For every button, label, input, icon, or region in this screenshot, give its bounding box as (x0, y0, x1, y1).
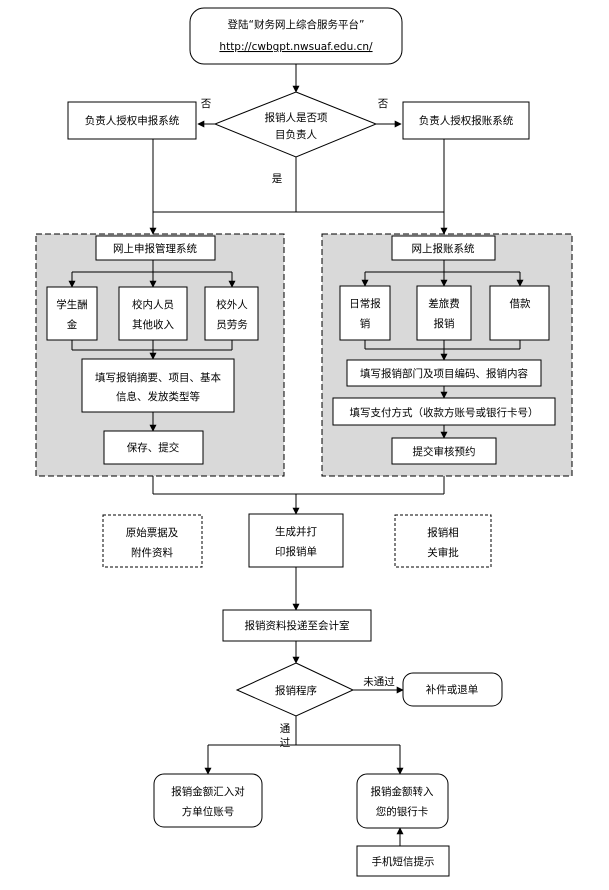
sms-box: 手机短信提示 (356, 845, 450, 877)
right-item-daily-l1: 日常报 (349, 297, 381, 310)
deliver-box: 报销资料投递至会计室 (222, 609, 372, 642)
left-item-student-l2: 金 (67, 318, 78, 331)
left-system-label: 负责人授权申报系统 (85, 114, 180, 127)
right-system-box: 负责人授权报账系统 (402, 101, 530, 140)
label-yes: 是 (272, 173, 283, 185)
transfer-unit-l1: 报销金额汇入对 (171, 785, 245, 798)
right-item-daily-l2: 销 (360, 317, 371, 330)
transfer-card-l1: 报销金额转入 (371, 785, 434, 798)
decision1-line2: 目负责人 (275, 128, 317, 141)
right-item-travel: 差旅费 报销 (416, 285, 472, 341)
print-form-l1: 生成并打 (275, 525, 317, 538)
left-item-external: 校外人 员劳务 (204, 286, 259, 341)
right-item-loan: 借款 (489, 285, 550, 341)
right-fill2-label: 填写支付方式（收款方账号或银行卡号） (350, 406, 539, 419)
left-save-label: 保存、提交 (127, 441, 180, 454)
transfer-unit-l2: 方单位账号 (182, 805, 235, 818)
right-fill1-label: 填写报销部门及项目编码、报销内容 (360, 367, 528, 380)
decision-procedure: 报销程序 (235, 662, 355, 717)
transfer-unit-box: 报销金额汇入对 方单位账号 (153, 773, 263, 828)
start-node: 登陆“财务网上综合服务平台” http://cwbgpt.nwsuaf.edu.… (189, 7, 403, 65)
label-not-passed: 未通过 (363, 675, 395, 688)
left-item-external-l2: 员劳务 (216, 318, 248, 331)
left-item-internal-l2: 其他收入 (132, 318, 174, 331)
right-item-travel-l1: 差旅费 (428, 297, 460, 310)
label-passed-l1: 通 (280, 723, 291, 735)
right-item-daily: 日常报 销 (339, 285, 391, 341)
print-form-l2: 印报销单 (275, 545, 317, 558)
left-save-box: 保存、提交 (103, 430, 204, 465)
left-fill-box: 填写报销摘要、项目、基本 信息、发放类型等 (81, 358, 235, 413)
right-item-loan-l1: 借款 (510, 297, 531, 310)
supplement-label: 补件或退单 (426, 683, 479, 696)
left-item-student-l1: 学生酬 (56, 298, 88, 311)
original-docs-l1: 原始票据及 (126, 526, 179, 539)
label-no-left: 否 (201, 98, 212, 110)
left-item-student: 学生酬 金 (46, 286, 98, 341)
start-title: 登陆“财务网上综合服务平台” (228, 18, 365, 31)
transfer-card-l2: 您的银行卡 (376, 805, 429, 818)
supplement-box: 补件或退单 (402, 672, 503, 707)
left-item-internal: 校内人员 其他收入 (118, 286, 188, 341)
approval-box: 报销相 关审批 (394, 514, 492, 568)
right-fill1-box: 填写报销部门及项目编码、报销内容 (346, 359, 542, 387)
label-passed-l2: 过 (280, 736, 291, 749)
approval-l1: 报销相 (427, 526, 459, 539)
deliver-label: 报销资料投递至会计室 (245, 619, 350, 632)
print-form-box: 生成并打 印报销单 (248, 513, 344, 568)
right-group-title-box: 网上报账系统 (391, 235, 496, 261)
left-group-title-box: 网上申报管理系统 (95, 235, 216, 261)
decision1-line1: 报销人是否项 (265, 111, 328, 124)
original-docs-l2: 附件资料 (131, 546, 173, 559)
decision2-label: 报销程序 (275, 684, 317, 697)
approval-l2: 关审批 (427, 546, 459, 559)
connectors (68, 64, 524, 846)
sms-label: 手机短信提示 (372, 855, 435, 868)
decision-project-leader: 报销人是否项 目负责人 (213, 91, 378, 158)
left-group-title: 网上申报管理系统 (113, 242, 197, 255)
left-fill-l1: 填写报销摘要、项目、基本 (95, 371, 221, 384)
right-group-title: 网上报账系统 (412, 242, 475, 255)
right-submit-box: 提交审核预约 (391, 437, 497, 465)
left-item-external-l1: 校外人 (216, 298, 248, 311)
original-docs-box: 原始票据及 附件资料 (102, 514, 203, 568)
right-system-label: 负责人授权报账系统 (419, 114, 514, 127)
right-submit-label: 提交审核预约 (413, 445, 476, 458)
left-fill-l2: 信息、发放类型等 (116, 390, 200, 403)
left-item-internal-l1: 校内人员 (132, 298, 174, 311)
label-no-right: 否 (378, 98, 389, 110)
transfer-card-box: 报销金额转入 您的银行卡 (356, 773, 449, 829)
right-item-travel-l2: 报销 (434, 317, 455, 330)
platform-link[interactable]: http://cwbgpt.nwsuaf.edu.cn/ (219, 41, 373, 53)
left-system-box: 负责人授权申报系统 (67, 101, 197, 140)
right-fill2-box: 填写支付方式（收款方账号或银行卡号） (332, 397, 556, 426)
